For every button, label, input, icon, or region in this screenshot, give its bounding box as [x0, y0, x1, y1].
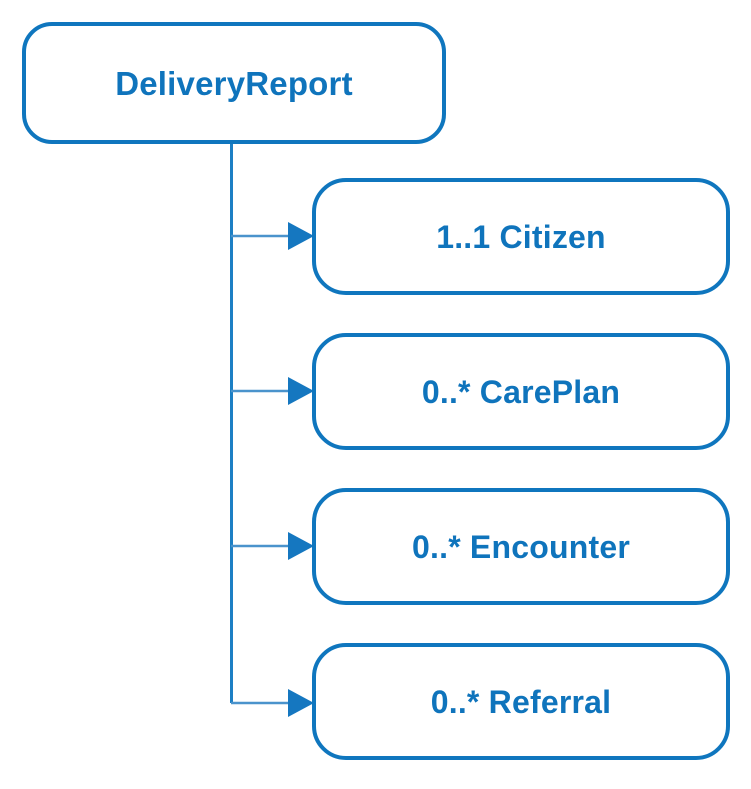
- node-careplan[interactable]: 0..* CarePlan: [312, 333, 730, 450]
- branch-line-encounter: [231, 532, 314, 560]
- node-label-encounter: 0..* Encounter: [412, 528, 630, 565]
- node-delivery-report[interactable]: DeliveryReport: [22, 22, 446, 144]
- node-label-careplan: 0..* CarePlan: [421, 373, 621, 410]
- branch-line-referral: [231, 689, 314, 717]
- node-label-delivery-report: DeliveryReport: [115, 64, 353, 102]
- branch-line-citizen: [231, 222, 314, 250]
- node-encounter[interactable]: 0..* Encounter: [312, 488, 730, 605]
- node-referral[interactable]: 0..* Referral: [312, 643, 730, 760]
- node-label-citizen: 1..1 Citizen: [436, 218, 606, 255]
- branch-line-careplan: [231, 377, 314, 405]
- node-citizen[interactable]: 1..1 Citizen: [312, 178, 730, 295]
- node-label-referral: 0..* Referral: [430, 683, 612, 720]
